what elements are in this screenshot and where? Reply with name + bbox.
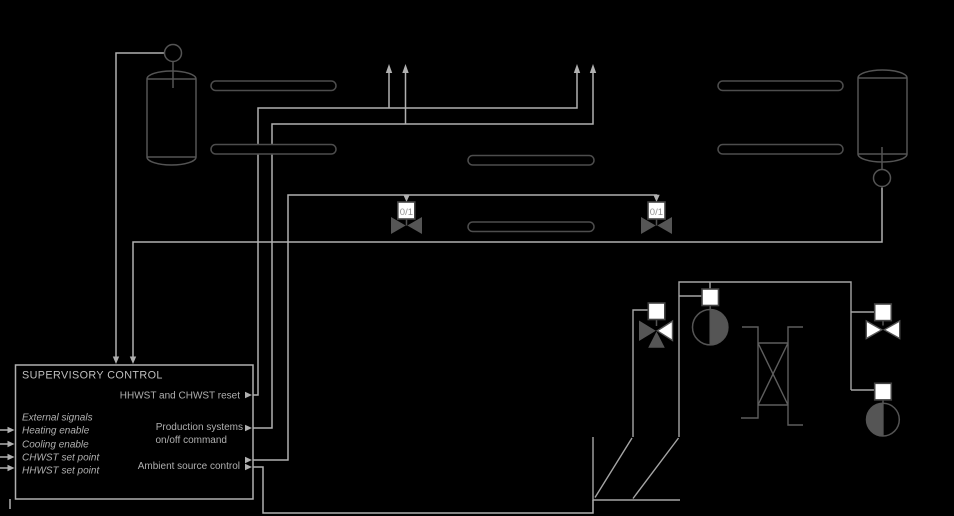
load-pump bbox=[865, 382, 901, 437]
onoff-valve-1-label: 0/1 bbox=[400, 207, 413, 218]
ground-ambient-source bbox=[592, 437, 680, 501]
right-sensor-signal-line bbox=[132, 187, 883, 357]
pipe-header-left-top bbox=[210, 80, 337, 92]
onoff-valve-2-actuator bbox=[647, 201, 666, 220]
ambient-circuit-lines bbox=[632, 281, 875, 437]
pipe-header-mid-top bbox=[467, 154, 595, 166]
left-tank-temperature-sensor bbox=[163, 43, 183, 63]
three-way-valve-actuator bbox=[647, 302, 666, 321]
input-heating-enable-label: Heating enable bbox=[22, 426, 90, 437]
onoff-valve-2-label: 0/1 bbox=[650, 207, 663, 218]
reset-signal-line bbox=[253, 72, 578, 396]
pipe-header-right-top bbox=[717, 80, 844, 92]
output-production-label-line1: Production systems bbox=[156, 422, 243, 433]
plate-heat-exchanger bbox=[741, 326, 803, 426]
right-tank-temperature-sensor bbox=[872, 168, 892, 188]
signal-arrowheads bbox=[7, 64, 660, 472]
production-signal-line bbox=[253, 72, 594, 429]
control-lines bbox=[0, 52, 883, 514]
ambient-valve-signal-line bbox=[253, 194, 658, 461]
supervisory-control-box: SUPERVISORY CONTROL External signals Hea… bbox=[14, 364, 254, 500]
two-way-valve-actuator bbox=[873, 303, 893, 322]
external-input-lines bbox=[0, 429, 8, 469]
load-pump-actuator bbox=[873, 382, 893, 401]
pipe-headers bbox=[210, 80, 844, 233]
input-hhwst-setpoint-label: HHWST set point bbox=[22, 466, 100, 477]
output-production-label-line2: on/off command bbox=[155, 435, 227, 446]
external-signals-label: External signals bbox=[22, 413, 93, 424]
output-ambient-label: Ambient source control bbox=[138, 461, 240, 472]
ambient-ground-signal-line bbox=[253, 466, 594, 514]
pipe-header-left-bottom bbox=[210, 143, 337, 155]
source-pump-actuator bbox=[701, 288, 720, 307]
pipe-header-right-bottom bbox=[717, 143, 844, 155]
right-storage-tank bbox=[857, 69, 908, 188]
onoff-valve-2: 0/1 bbox=[641, 201, 672, 234]
three-way-valve bbox=[639, 302, 674, 348]
left-sensor-signal-line bbox=[115, 52, 165, 357]
input-cooling-enable-label: Cooling enable bbox=[22, 440, 89, 451]
onoff-valve-1: 0/1 bbox=[391, 201, 422, 234]
output-reset-label: HHWST and CHWST reset bbox=[120, 391, 240, 402]
two-way-valve bbox=[865, 303, 901, 340]
left-storage-tank bbox=[146, 43, 197, 166]
pipe-header-mid-bottom bbox=[467, 221, 595, 233]
input-chwst-setpoint-label: CHWST set point bbox=[22, 453, 100, 464]
source-pump bbox=[691, 288, 729, 346]
onoff-valve-1-actuator bbox=[396, 201, 416, 220]
supervisory-control-title: SUPERVISORY CONTROL bbox=[22, 370, 163, 382]
